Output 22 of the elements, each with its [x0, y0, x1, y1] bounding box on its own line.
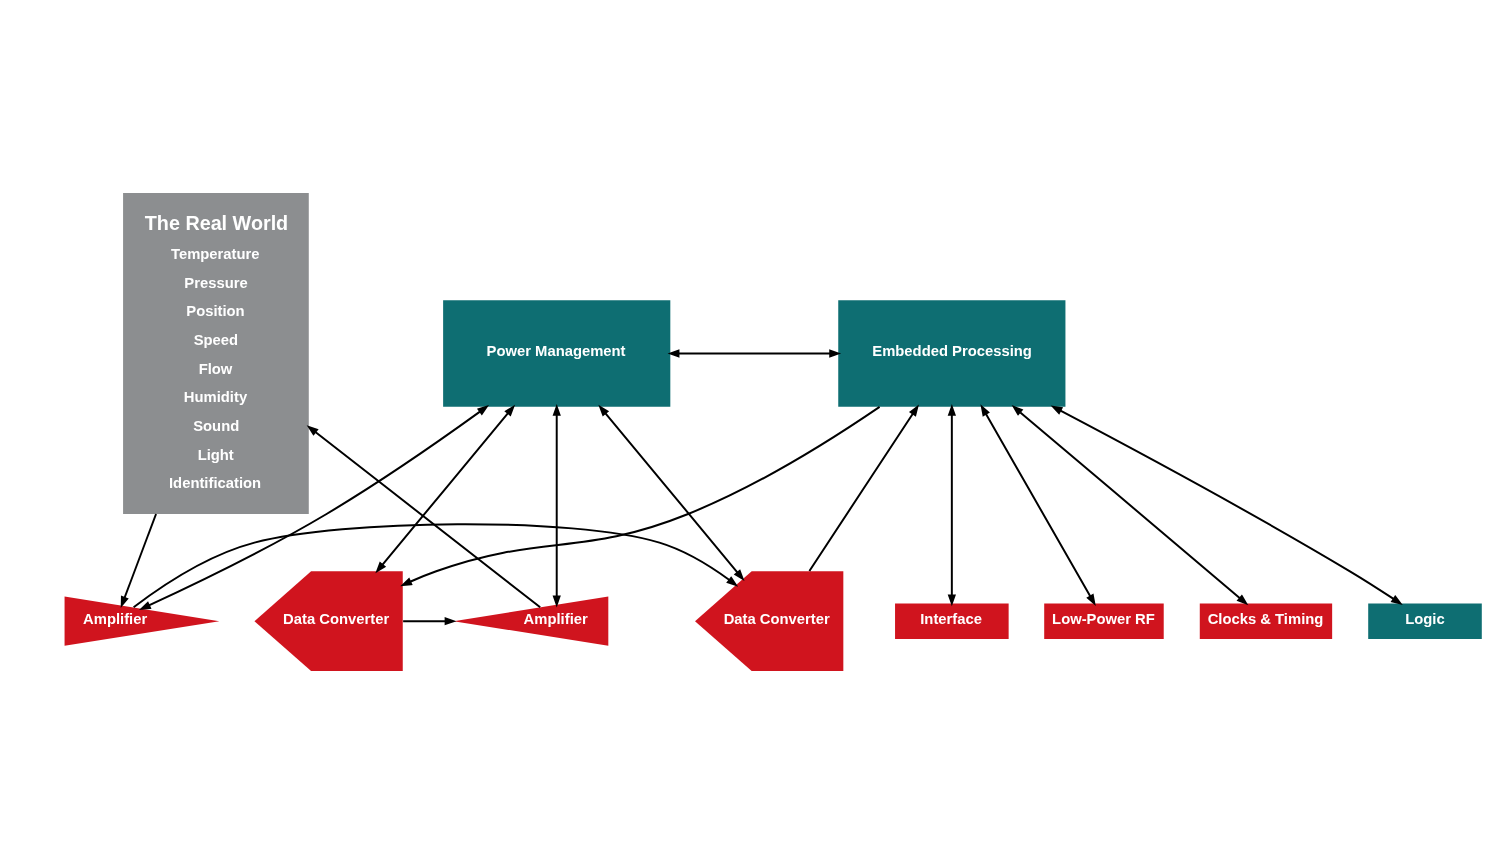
node-box: Clocks & Timing — [1199, 602, 1333, 639]
node-box: Logic — [1368, 602, 1482, 639]
node-box: Interface — [895, 602, 1009, 639]
arrow — [400, 405, 881, 586]
node-box: Power Management — [443, 299, 671, 407]
node-box: The Real World Temperature Pressure Position Speed Flow Humidity Sound Light Identification — [123, 192, 309, 514]
arrow — [980, 403, 1096, 606]
node-box: Embedded Processing — [838, 299, 1066, 407]
arrow — [1050, 405, 1403, 605]
arrow — [402, 616, 457, 625]
node-box: Low-Power RF — [1044, 602, 1164, 639]
arrow — [306, 424, 542, 608]
arrow — [947, 403, 956, 606]
arrow — [552, 403, 561, 607]
arrow — [132, 522, 739, 608]
arrow — [120, 512, 157, 608]
arrow — [375, 404, 516, 573]
arrow — [1011, 404, 1249, 605]
arrow — [667, 348, 842, 358]
arrow — [598, 404, 745, 581]
arrow — [808, 403, 919, 572]
arrow — [138, 404, 490, 610]
